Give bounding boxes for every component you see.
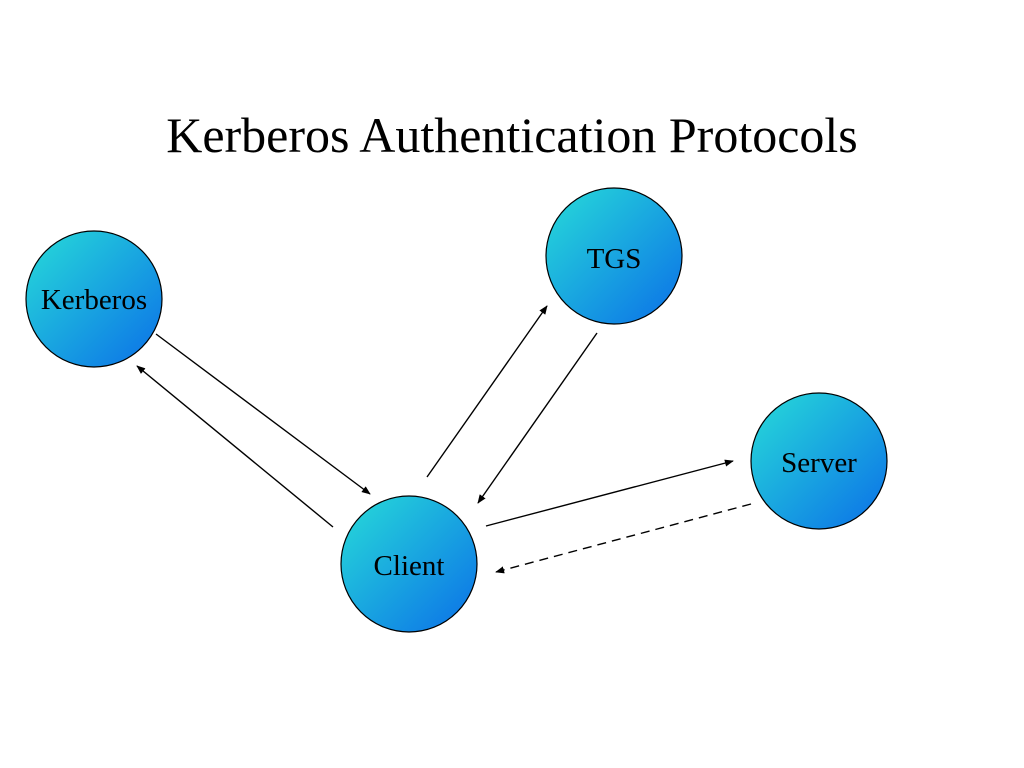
node-tgs-label: TGS bbox=[587, 243, 642, 275]
edge-server-to-client-dashed bbox=[495, 503, 752, 574]
edge-client-to-tgs bbox=[426, 305, 548, 478]
node-client-circle bbox=[340, 495, 478, 633]
node-client: Client bbox=[340, 495, 478, 633]
edge-tgs-to-client bbox=[477, 332, 598, 504]
node-kerberos-label: Kerberos bbox=[41, 284, 147, 316]
node-server-circle bbox=[750, 392, 888, 530]
edge-client-to-kerberos bbox=[136, 365, 334, 528]
node-tgs-circle bbox=[545, 187, 683, 325]
slide-title: Kerberos Authentication Protocols bbox=[166, 107, 858, 163]
edge-client-to-server bbox=[485, 459, 734, 527]
node-tgs: TGS bbox=[545, 187, 683, 325]
edges bbox=[136, 305, 752, 574]
node-kerberos-circle bbox=[25, 230, 163, 368]
node-server: Server bbox=[750, 392, 888, 530]
edge-kerberos-to-client bbox=[155, 333, 371, 495]
node-kerberos: Kerberos bbox=[25, 230, 163, 368]
node-client-label: Client bbox=[374, 550, 445, 582]
node-server-label: Server bbox=[781, 447, 857, 479]
